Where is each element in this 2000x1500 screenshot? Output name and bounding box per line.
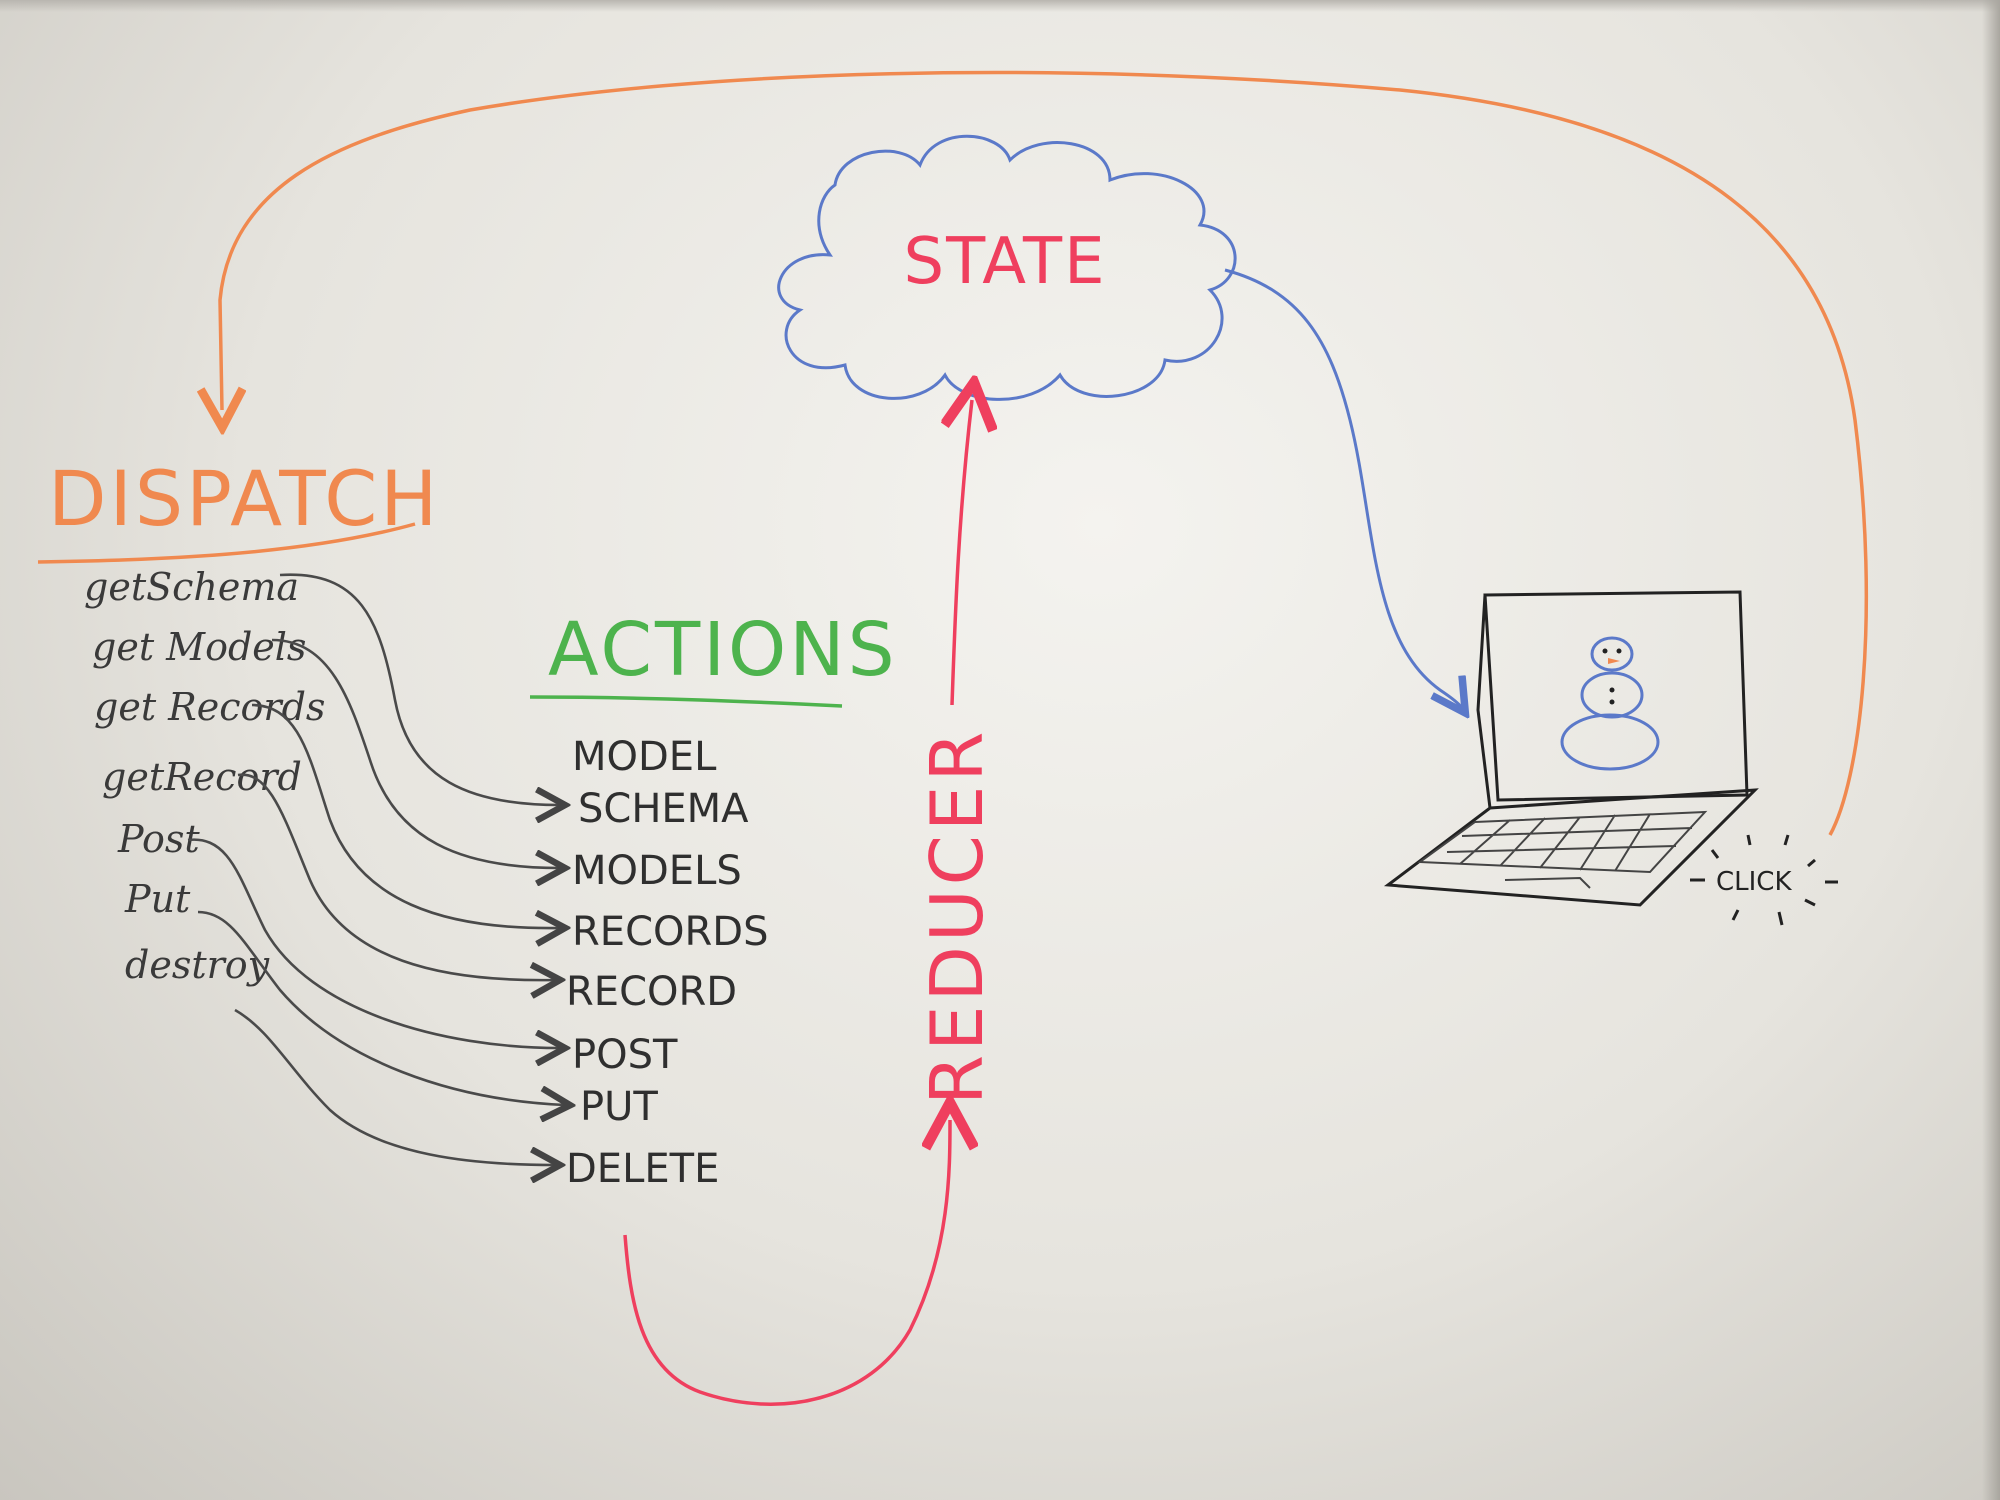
- reducer-label: REDUCER: [915, 728, 999, 1105]
- laptop-screen: [1483, 590, 1749, 802]
- connector-arrow: [251, 703, 560, 928]
- dispatch-underline: [37, 522, 416, 564]
- action-type: POST: [572, 1032, 678, 1078]
- state-label: STATE: [903, 225, 1106, 299]
- state-to-laptop-arrow: [1224, 268, 1462, 708]
- dispatch-method: get Records: [94, 685, 325, 729]
- board-right-edge: [1982, 0, 2000, 1500]
- dispatch-method: getRecord: [102, 755, 302, 799]
- connector-arrow: [279, 573, 560, 805]
- laptop-illustration: [1383, 590, 1759, 907]
- method-to-action-arrows: [187, 573, 565, 1165]
- connector-arrow: [197, 910, 565, 1105]
- laptop-base: [1383, 788, 1759, 907]
- connector-arrow: [234, 1008, 555, 1165]
- action-type: RECORDS: [572, 909, 768, 955]
- action-type: SCHEMA: [578, 786, 749, 832]
- connector-arrow: [187, 838, 560, 1048]
- connector-arrow: [271, 638, 560, 868]
- board-top-edge: [0, 0, 2000, 12]
- click-burst: [1690, 834, 1838, 926]
- action-type: MODEL: [572, 734, 717, 780]
- action-type: DELETE: [566, 1146, 719, 1192]
- state-cloud: [777, 134, 1237, 401]
- dispatch-methods-list: getSchema get Models get Records getReco…: [84, 565, 325, 987]
- laptop-keyboard: [1417, 810, 1708, 874]
- laptop-touchpad: [1504, 876, 1591, 889]
- action-type: RECORD: [566, 969, 737, 1015]
- action-type: PUT: [580, 1084, 658, 1130]
- snowman-icon: [1560, 636, 1660, 771]
- click-to-dispatch-arrow: [220, 70, 1869, 836]
- click-label: CLICK: [1716, 867, 1792, 897]
- dispatch-label: DISPATCH: [48, 454, 440, 543]
- dispatch-method: destroy: [125, 943, 270, 987]
- action-types-list: MODEL SCHEMA MODELS RECORDS RECORD POST …: [566, 734, 768, 1192]
- action-type: MODELS: [572, 848, 742, 894]
- actions-underline: [529, 695, 843, 708]
- dispatch-method: getSchema: [84, 565, 299, 609]
- dispatch-method: Put: [124, 877, 191, 921]
- dispatch-method: Post: [117, 817, 200, 861]
- actions-to-reducer-arrow: [623, 1120, 950, 1406]
- connector-arrow: [237, 773, 555, 980]
- laptop-screen-edge: [1476, 594, 1492, 809]
- actions-label: ACTIONS: [548, 607, 898, 693]
- reducer-to-state-arrow: [952, 400, 972, 706]
- dispatch-method: get Models: [92, 625, 306, 669]
